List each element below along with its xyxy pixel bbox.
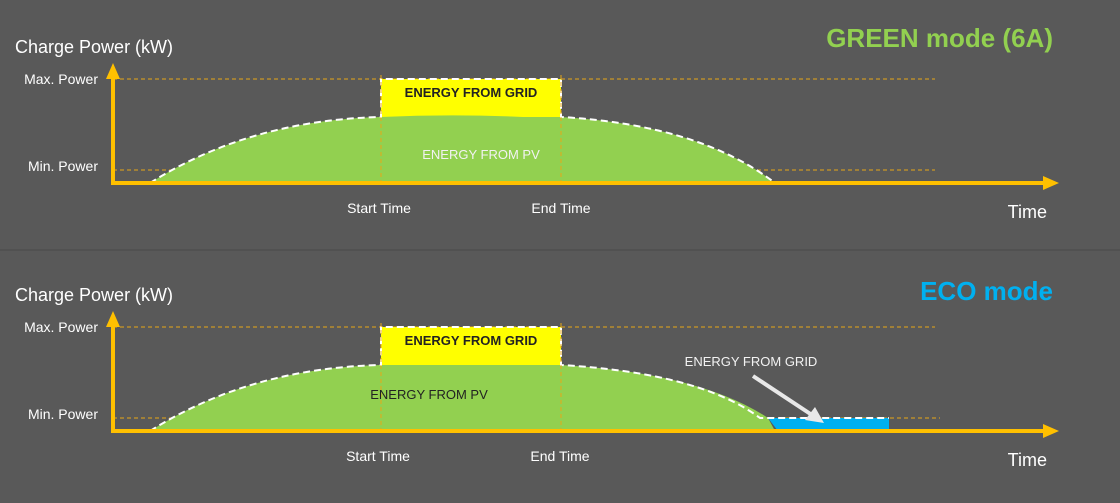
callout-arrow-line [751,374,814,417]
min-power-label: Min. Power [28,406,98,422]
x-axis-arrow-icon [1043,424,1059,438]
power-curve [149,326,889,432]
end-time-label: End Time [530,448,589,464]
y-axis-arrow-icon [106,63,120,79]
pv-area [150,327,775,431]
y-axis-arrow-icon [106,311,120,327]
pv-energy-label: ENERGY FROM PV [370,387,488,402]
eco-mode-title: ECO mode [920,276,1053,306]
max-power-label: Max. Power [24,319,98,335]
end-time-label: End Time [531,200,590,216]
min-power-label: Min. Power [28,158,98,174]
y-axis-label: Charge Power (kW) [15,285,173,305]
eco-grid-energy-label: ENERGY FROM GRID [685,354,818,369]
y-axis-label: Charge Power (kW) [15,37,173,57]
grid-area [381,327,561,365]
callout-arrow-icon [805,407,824,423]
green-mode-panel: GREEN mode (6A) Charge Power (kW) Max. P… [15,23,1059,222]
grid-energy-label: ENERGY FROM GRID [405,333,538,348]
start-time-label: Start Time [347,200,411,216]
power-curve [149,78,776,184]
pv-area [150,79,775,183]
x-axis-label: Time [1008,202,1047,222]
pv-energy-label: ENERGY FROM PV [422,147,540,162]
eco-mode-panel: ECO mode Charge Power (kW) Max. Power Mi… [15,276,1059,470]
pv-area-top [381,115,561,119]
x-axis-label: Time [1008,450,1047,470]
x-axis-arrow-icon [1043,176,1059,190]
start-time-label: Start Time [346,448,410,464]
grid-area [381,79,561,117]
axes [111,326,1045,433]
grid-energy-label: ENERGY FROM GRID [405,85,538,100]
green-mode-title: GREEN mode (6A) [826,23,1053,53]
max-power-label: Max. Power [24,71,98,87]
axes [111,78,1045,185]
eco-grid-area [768,418,889,431]
